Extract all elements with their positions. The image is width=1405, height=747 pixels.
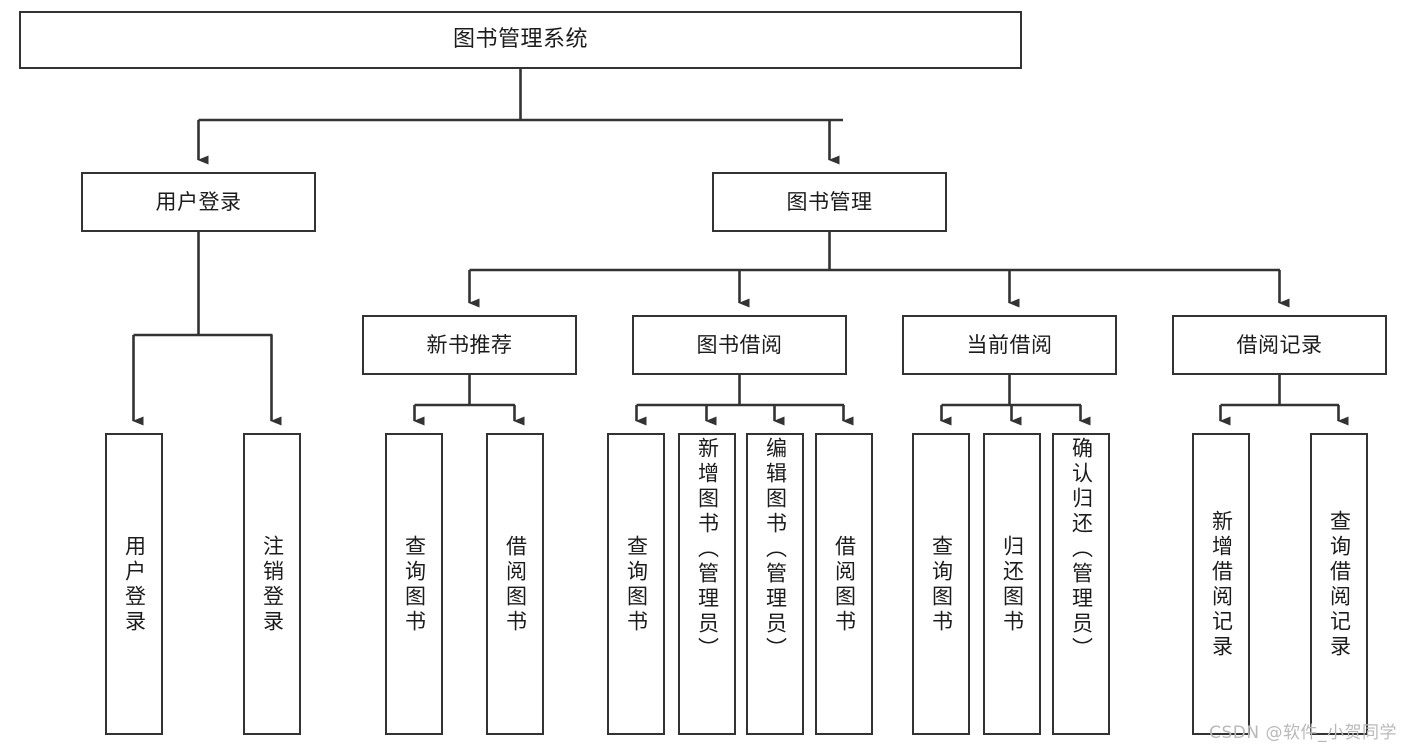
node-label: 查询图书 <box>402 535 427 635</box>
leaf-query-book-recommend[interactable]: 查询图书 <box>385 433 443 735</box>
leaf-add-borrow-record[interactable]: 新增借阅记录 <box>1192 433 1250 735</box>
node-label: 新增图书（管理员） <box>695 437 720 662</box>
node-label: 新书推荐 <box>426 332 513 357</box>
node-label: 借阅图书 <box>503 535 528 635</box>
node-book-management[interactable]: 图书管理 <box>712 172 947 232</box>
leaf-logout[interactable]: 注销登录 <box>243 433 301 735</box>
node-label: 查询图书 <box>624 535 649 635</box>
leaf-borrow-book[interactable]: 借阅图书 <box>815 433 873 735</box>
node-label: 注销登录 <box>260 535 285 635</box>
node-root-system[interactable]: 图书管理系统 <box>19 11 1022 69</box>
leaf-user-login[interactable]: 用户登录 <box>105 433 163 735</box>
node-label: 确认归还（管理员） <box>1069 437 1094 662</box>
node-label: 新增借阅记录 <box>1209 510 1234 660</box>
leaf-return-book[interactable]: 归还图书 <box>983 433 1041 735</box>
node-label: 查询借阅记录 <box>1327 510 1352 660</box>
leaf-borrow-book-recommend[interactable]: 借阅图书 <box>486 433 544 735</box>
node-label: 编辑图书（管理员） <box>763 437 788 662</box>
leaf-query-borrow-record[interactable]: 查询借阅记录 <box>1310 433 1368 735</box>
leaf-add-book-admin[interactable]: 新增图书（管理员） <box>678 433 736 735</box>
node-label: 图书管理 <box>786 189 873 214</box>
node-label: 用户登录 <box>155 189 242 214</box>
node-borrow-record[interactable]: 借阅记录 <box>1172 315 1387 375</box>
csdn-watermark: CSDN @软件_小贺同学 <box>1209 723 1397 743</box>
node-label: 图书借阅 <box>696 332 783 357</box>
node-label: 借阅记录 <box>1236 332 1323 357</box>
node-user-login[interactable]: 用户登录 <box>81 172 316 232</box>
leaf-edit-book-admin[interactable]: 编辑图书（管理员） <box>746 433 804 735</box>
node-book-borrow[interactable]: 图书借阅 <box>632 315 847 375</box>
node-label: 当前借阅 <box>966 332 1053 357</box>
leaf-query-book-borrow[interactable]: 查询图书 <box>607 433 665 735</box>
node-current-borrow[interactable]: 当前借阅 <box>902 315 1117 375</box>
leaf-query-book-current[interactable]: 查询图书 <box>912 433 970 735</box>
node-label: 用户登录 <box>122 535 147 635</box>
leaf-confirm-return-admin[interactable]: 确认归还（管理员） <box>1052 433 1110 735</box>
node-new-book-recommend[interactable]: 新书推荐 <box>362 315 577 375</box>
node-label: 借阅图书 <box>832 535 857 635</box>
node-label: 归还图书 <box>1000 535 1025 635</box>
node-label: 查询图书 <box>929 535 954 635</box>
node-label: 图书管理系统 <box>452 27 588 53</box>
